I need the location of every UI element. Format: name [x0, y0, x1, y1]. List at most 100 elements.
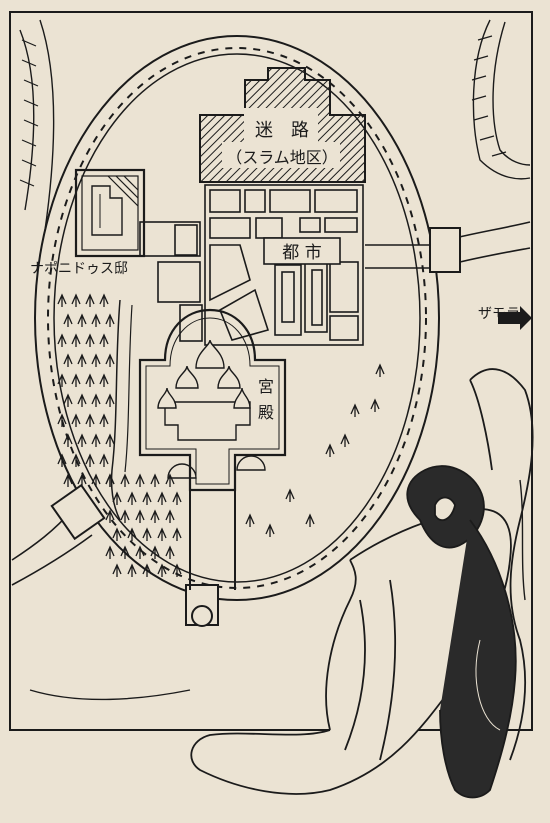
tree-icon	[105, 545, 115, 559]
tree-icon	[120, 509, 130, 523]
tree-icon	[63, 393, 73, 407]
tree-icon	[91, 433, 101, 447]
tree-icon	[85, 333, 95, 347]
tree-icon	[340, 433, 350, 447]
tree-icon	[375, 363, 385, 377]
tree-icon	[150, 509, 160, 523]
tree-icon	[99, 333, 109, 347]
tree-icon	[165, 545, 175, 559]
tree-icon	[63, 473, 73, 487]
tree-icon	[105, 393, 115, 407]
river-bank	[124, 304, 133, 473]
tree-icon	[85, 413, 95, 427]
tree-icon	[165, 509, 175, 523]
tree-icon	[105, 473, 115, 487]
tree-icon	[105, 353, 115, 367]
tree-icon	[265, 523, 275, 537]
dome-icon	[157, 339, 251, 409]
tree-icon	[112, 563, 122, 577]
tree-icon	[71, 293, 81, 307]
naponidus-mansion	[74, 168, 146, 258]
tree-icon	[157, 527, 167, 541]
tree-icon	[112, 527, 122, 541]
tree-icon	[285, 488, 295, 502]
tree-icon	[157, 563, 167, 577]
tree-icon	[105, 433, 115, 447]
tree-icon	[99, 413, 109, 427]
forest	[57, 293, 385, 577]
tree-icon	[135, 545, 145, 559]
roads	[11, 221, 531, 586]
tree-icon	[91, 393, 101, 407]
tree-icon	[57, 293, 67, 307]
tree-icon	[57, 333, 67, 347]
tree-icon	[142, 563, 152, 577]
tree-icon	[172, 527, 182, 541]
tree-icon	[71, 413, 81, 427]
tree-icon	[77, 473, 87, 487]
tree-icon	[142, 527, 152, 541]
palace-label-1: 宮	[258, 377, 274, 396]
city-label: 都 市	[282, 243, 321, 263]
tree-icon	[370, 398, 380, 412]
tree-icon	[71, 373, 81, 387]
tree-icon	[91, 353, 101, 367]
palace-label-2: 殿	[258, 403, 274, 422]
tree-icon	[127, 563, 137, 577]
tree-icon	[165, 473, 175, 487]
tree-icon	[112, 491, 122, 505]
tree-icon	[77, 433, 87, 447]
city-gates	[50, 227, 461, 627]
tree-icon	[85, 453, 95, 467]
tree-icon	[245, 513, 255, 527]
tree-icon	[120, 545, 130, 559]
tree-icon	[127, 527, 137, 541]
tree-icon	[71, 333, 81, 347]
tree-icon	[305, 513, 315, 527]
tree-icon	[63, 353, 73, 367]
tree-icon	[77, 353, 87, 367]
tree-icon	[91, 313, 101, 327]
maze-label: 迷 路	[255, 120, 309, 141]
tree-icon	[99, 293, 109, 307]
river	[110, 299, 121, 521]
tree-icon	[77, 393, 87, 407]
tree-icon	[172, 563, 182, 577]
tree-icon	[63, 313, 73, 327]
tree-icon	[71, 453, 81, 467]
tree-icon	[142, 491, 152, 505]
tree-icon	[105, 509, 115, 523]
maze-district	[199, 67, 366, 183]
tree-icon	[325, 443, 335, 457]
tree-icon	[157, 491, 167, 505]
palace	[138, 308, 287, 590]
arrow-right-icon	[498, 306, 532, 330]
tree-icon	[99, 453, 109, 467]
tree-icon	[120, 473, 130, 487]
city-label-box	[263, 237, 341, 265]
tree-icon	[99, 373, 109, 387]
tree-icon	[57, 413, 67, 427]
city-wall	[34, 35, 440, 601]
tree-icon	[57, 373, 67, 387]
map-frame	[9, 11, 533, 731]
tree-icon	[85, 373, 95, 387]
tree-icon	[150, 473, 160, 487]
slum-label: （スラム地区）	[226, 148, 338, 167]
city-blocks	[139, 184, 430, 346]
tree-icon	[57, 453, 67, 467]
tree-icon	[350, 403, 360, 417]
palace-fountains	[167, 455, 266, 479]
tree-icon	[85, 293, 95, 307]
tree-icon	[105, 313, 115, 327]
hatch-icon	[19, 35, 507, 187]
tree-icon	[135, 473, 145, 487]
tree-icon	[150, 545, 160, 559]
tree-icon	[172, 491, 182, 505]
naponidus-mansion-label: ナポニドゥス邸	[30, 261, 128, 277]
terrain-hatching	[19, 19, 531, 701]
tree-icon	[63, 433, 73, 447]
tree-icon	[77, 313, 87, 327]
